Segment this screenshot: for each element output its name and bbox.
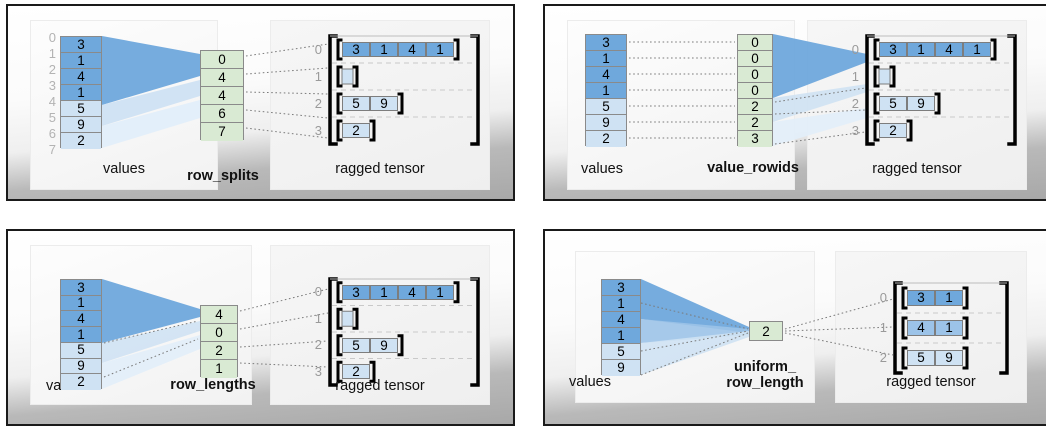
- param-caption-1: row_splits: [187, 168, 259, 184]
- values-caption-1: values: [103, 161, 145, 177]
- values-caption-2: values: [581, 161, 623, 177]
- ragged-caption-4: ragged tensor: [886, 374, 976, 390]
- ragged-box-3: ragged tensor: [270, 245, 490, 405]
- param-caption-2: value_rowids: [707, 160, 799, 176]
- ragged-caption-2: ragged tensor: [872, 161, 962, 177]
- param-caption-4: uniform_ row_length: [726, 359, 804, 392]
- ragged-caption-3: ragged tensor: [335, 378, 425, 394]
- values-caption-4: values: [569, 374, 611, 390]
- values-box-1: values: [30, 20, 218, 190]
- ragged-caption-1: ragged tensor: [335, 161, 425, 177]
- ragged-box-4: ragged tensor: [835, 251, 1027, 403]
- param-caption-3: row_lengths: [170, 377, 256, 393]
- ragged-box-1: ragged tensor: [270, 20, 490, 190]
- panel-uniform-row-length: values ragged tensor uniform_ row_length…: [543, 229, 1046, 426]
